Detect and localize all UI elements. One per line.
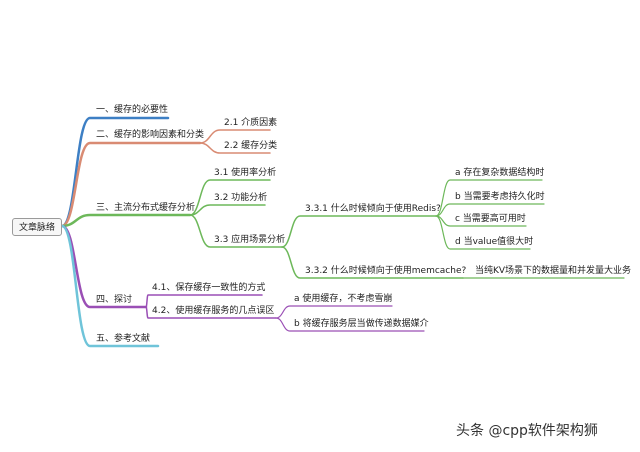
connector-2-1 [199, 129, 271, 144]
connector-4-2-a [275, 305, 393, 319]
connector-3-3 [189, 214, 283, 248]
connector-3-1 [189, 179, 271, 216]
connector-branch-3 [60, 213, 192, 228]
node-3-3-1-a: a 存在复杂数据结构时 [455, 168, 545, 178]
node-4-2: 4.2、使用缓存服务的几点误区 [152, 306, 275, 316]
connector-3-3-1-d [435, 215, 531, 250]
connector-3-2 [189, 204, 266, 216]
node-4-2-a: a 使用缓存，不考虑雪崩 [294, 294, 393, 304]
connector-branch-2 [60, 141, 202, 228]
connector-3-3-1 [281, 215, 437, 248]
node-3-3-2-a: 当纯KV场景下的数据量和并发量大业务 [475, 266, 632, 276]
branch-label-3: 三、主流分布式缓存分析 [96, 203, 196, 213]
root-node: 文章脉络 [12, 218, 62, 236]
node-3-1: 3.1 使用率分析 [214, 168, 277, 178]
connector-3-3-2 [281, 246, 464, 279]
node-4-1: 4.1、保存缓存一致性的方式 [152, 283, 266, 293]
node-3-2: 3.2 功能分析 [214, 193, 268, 203]
branch-label-2: 二、缓存的影响因素和分类 [96, 130, 205, 140]
connector-2-2 [199, 142, 271, 154]
node-3-3-1-c: c 当需要高可用时 [455, 214, 526, 224]
branch-label-5: 五、参考文献 [96, 334, 151, 344]
node-2-1: 2.1 介质因素 [224, 118, 278, 128]
connector-4-2-b [275, 317, 425, 332]
connector-branch-5 [60, 224, 160, 348]
connector-3-3-1-b [435, 203, 545, 217]
connector-3-3-1-a [435, 179, 543, 217]
watermark-text: 头条 @cpp软件架构狮 [456, 423, 598, 439]
node-3-3-2: 3.3.2 什么时候倾向于使用memcache? [305, 266, 467, 276]
node-2-2: 2.2 缓存分类 [224, 141, 278, 151]
node-3-3-1-b: b 当需要考虑持久化时 [455, 192, 545, 202]
branch-label-4: 四、探讨 [96, 295, 133, 305]
branch-label-1: 一、缓存的必要性 [96, 105, 169, 115]
connector-4-2 [145, 306, 277, 319]
node-3-3-1: 3.3.1 什么时候倾向于使用Redis? [305, 204, 441, 214]
node-3-3-1-d: d 当value值很大时 [455, 237, 534, 247]
node-4-2-b: b 将缓存服务层当做传递数据媒介 [294, 319, 429, 329]
node-3-3: 3.3 应用场景分析 [214, 235, 286, 245]
